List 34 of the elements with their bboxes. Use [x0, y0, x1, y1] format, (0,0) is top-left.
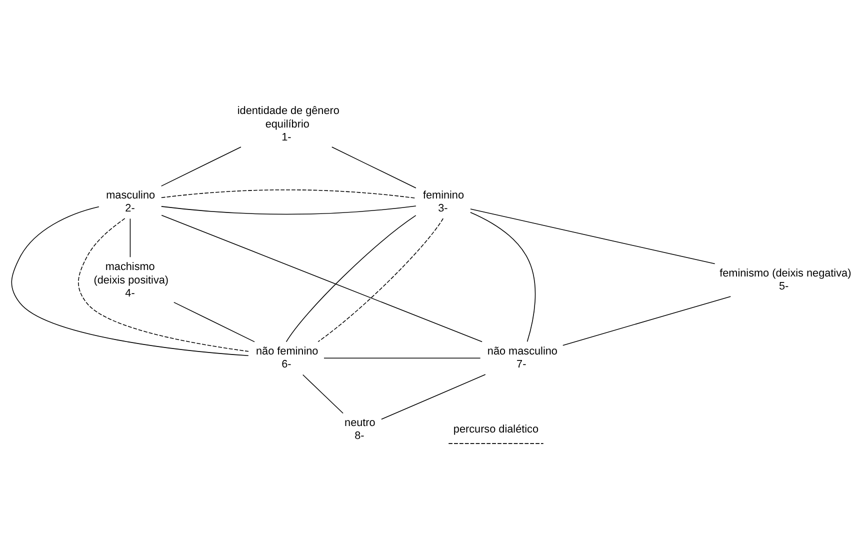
connector [562, 296, 732, 346]
node-text: machismo (deixis positiva) [94, 260, 169, 286]
node-label: 4- [125, 287, 135, 300]
connector [470, 211, 536, 342]
connector [332, 146, 416, 188]
node-text: masculino [106, 188, 156, 201]
node-label: 3- [438, 202, 448, 214]
node-text: feminismo (deixis negativa) [720, 266, 852, 279]
connector [130, 218, 131, 257]
node-label: 5- [779, 280, 789, 292]
node-label: 7- [516, 358, 526, 370]
connector [78, 218, 249, 352]
connector [161, 214, 482, 342]
connector [381, 374, 486, 420]
connector [286, 214, 416, 342]
connector [161, 188, 416, 198]
connector [161, 205, 416, 214]
node-text: neutro [344, 416, 376, 428]
connector [324, 357, 481, 358]
legend-label: percurso dialético [453, 422, 539, 435]
connector [11, 206, 249, 356]
connector [174, 301, 255, 342]
node-text: feminino [422, 188, 464, 201]
node-label: 1- [282, 130, 292, 143]
node-text: identidade de gênero equilíbrio [237, 104, 340, 130]
connector [470, 208, 716, 264]
connector [318, 218, 444, 342]
node-text: não masculino [487, 344, 558, 357]
connector [302, 374, 344, 414]
node-text: não feminino [256, 344, 318, 357]
node-label: 6- [282, 358, 292, 370]
node-label: 2- [125, 202, 135, 214]
connector [160, 146, 242, 186]
node-label: 8- [354, 430, 364, 442]
